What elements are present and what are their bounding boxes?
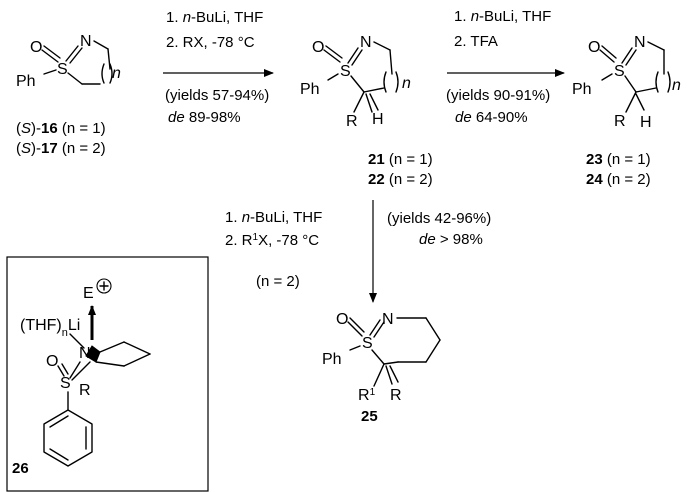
compound-25-label: 25	[361, 408, 378, 425]
svg-text:S: S	[614, 63, 625, 80]
intermediate-26-box	[6, 256, 209, 492]
intermediate-26-structure: E (THF)nLi N O S R	[20, 278, 151, 467]
electrophile-E: E	[83, 285, 94, 302]
step1-reagent-line2: 2. RX, -78 °C	[166, 34, 255, 51]
svg-text:R: R	[79, 382, 91, 399]
compound-22-label: 22 (n = 2)	[368, 171, 433, 188]
step2-de: de 64-90%	[455, 109, 528, 126]
atom-oxygen: O	[30, 39, 42, 56]
svg-text:Ph: Ph	[322, 351, 342, 368]
atom-R1: R1	[358, 387, 376, 405]
step2-reagent-line2: 2. TFA	[454, 33, 498, 50]
svg-text:Ph: Ph	[572, 81, 592, 98]
compound-23-24-structure: O S N n Ph R H	[572, 34, 681, 131]
svg-text:N: N	[79, 345, 91, 362]
step3-reagent-line2: 2. R1X, -78 °C	[225, 232, 319, 250]
step2-yields: (yields 90-91%)	[446, 87, 550, 104]
atom-sulfur: S	[57, 61, 68, 78]
svg-text:H: H	[372, 111, 384, 128]
plus-charge-icon	[96, 278, 112, 294]
atom-phenyl: Ph	[16, 73, 36, 90]
compound-16-17-structure: O S N n Ph	[16, 33, 121, 90]
compound-17-label: (S)-17 (n = 2)	[16, 140, 106, 157]
step3-yields: (yields 42-96%)	[387, 210, 491, 227]
step3-de: de > 98%	[419, 231, 483, 248]
step1-reagent-line1: 1. n-BuLi, THF	[166, 9, 263, 26]
svg-text:H: H	[640, 114, 652, 131]
svg-text:S: S	[340, 63, 351, 80]
compound-23-label: 23 (n = 1)	[586, 151, 651, 168]
lithium-ligand: (THF)nLi	[20, 317, 80, 339]
svg-text:R: R	[390, 387, 402, 404]
svg-text:O: O	[588, 39, 600, 56]
compound-24-label: 24 (n = 2)	[586, 171, 651, 188]
svg-text:N: N	[360, 34, 372, 51]
compound-25-structure: O S N Ph R1 R	[322, 311, 441, 405]
atom-nitrogen: N	[80, 33, 92, 50]
svg-text:O: O	[336, 311, 348, 328]
step3-reagent-line1: 1. n-BuLi, THF	[225, 209, 322, 226]
step1-yields: (yields 57-94%)	[165, 87, 269, 104]
svg-text:N: N	[634, 34, 646, 51]
compound-21-22-structure: O S N n Ph R H	[300, 34, 411, 130]
step3-condition: (n = 2)	[256, 273, 300, 290]
svg-text:S: S	[60, 375, 71, 392]
svg-text:R: R	[614, 113, 626, 130]
svg-text:N: N	[382, 311, 394, 328]
svg-text:R: R	[346, 113, 358, 130]
step2-reagent-line1: 1. n-BuLi, THF	[454, 8, 551, 25]
svg-text:O: O	[312, 39, 324, 56]
ring-size-n: n	[112, 65, 121, 82]
svg-text:O: O	[46, 353, 58, 370]
compound-21-label: 21 (n = 1)	[368, 151, 433, 168]
compound-26-label: 26	[12, 460, 29, 477]
svg-text:n: n	[672, 77, 681, 94]
svg-text:Ph: Ph	[300, 81, 320, 98]
svg-text:S: S	[362, 335, 373, 352]
svg-text:n: n	[402, 75, 411, 92]
compound-16-label: (S)-16 (n = 1)	[16, 120, 106, 137]
step1-de: de 89-98%	[168, 109, 241, 126]
